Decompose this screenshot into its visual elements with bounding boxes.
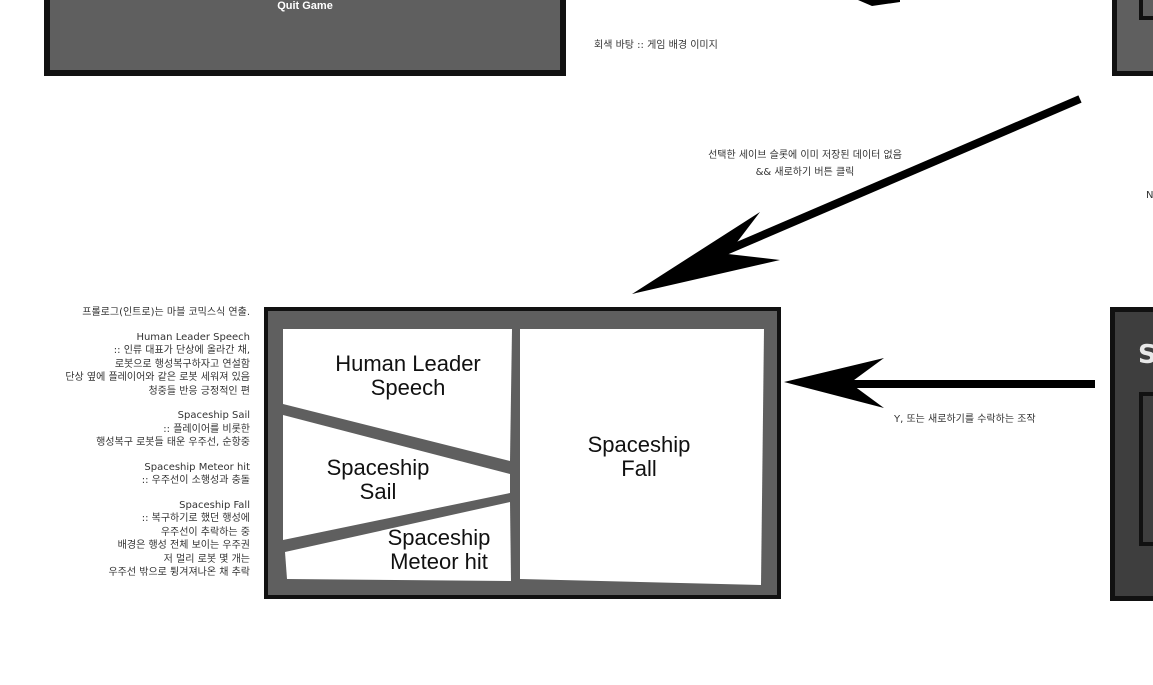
intro-note: 프롤로그(인트로)는 마블 코믹스식 연출.: [82, 307, 250, 318]
panel-label-line: Fall: [621, 456, 657, 481]
note-line: :: 인류 대표가 단상에 올라간 채,: [113, 345, 250, 356]
transition-condition-line2: && 새로하기 버튼 클릭: [755, 167, 855, 178]
human-leader-note: Human Leader Speech :: 인류 대표가 단상에 올라간 채,…: [0, 331, 250, 399]
spaceship-meteor-note: Spaceship Meteor hit :: 우주선이 소행성과 충돌: [0, 461, 250, 488]
note-line: Spaceship Sail: [177, 410, 250, 421]
accept-arrow: [784, 358, 1095, 408]
right-bottom-inner-box: [1139, 392, 1153, 546]
panel-label-human-leader: Human Leader Speech: [308, 352, 508, 400]
note-line: Spaceship Meteor hit: [144, 461, 250, 473]
accept-arrow-caption: Y, 또는 새로하기를 수락하는 조작: [894, 414, 1036, 425]
panel-spaceship-sail: [283, 415, 510, 540]
right-edge-label: N: [1146, 190, 1153, 201]
note-line: Spaceship Fall: [179, 499, 250, 511]
note-line: :: 플레이어를 비롯한: [163, 423, 250, 435]
note-line: 로봇으로 행성복구하자고 연설함: [114, 358, 250, 370]
panel-spaceship-fall: [520, 329, 764, 585]
note-line: 저 멀리 로봇 몇 개는: [163, 553, 250, 565]
background-caption: 회색 바탕 :: 게임 배경 이미지: [594, 40, 718, 51]
panel-label-line: Spaceship: [326, 455, 430, 480]
note-line: :: 복구하기로 했던 행성에: [141, 513, 250, 524]
comic-panel-shapes: [283, 329, 764, 585]
new-game-arrow: [632, 95, 1082, 294]
panel-label-spaceship-fall: Spaceship Fall: [564, 433, 714, 481]
panel-label-line: Spaceship: [587, 432, 691, 457]
note-line: 단상 옆에 플레이어와 같은 로봇 세워져 있음: [65, 372, 250, 383]
spaceship-fall-note: Spaceship Fall :: 복구하기로 했던 행성에 우주선이 추락하는…: [0, 499, 250, 580]
transition-condition-line1: 선택한 세이브 슬롯에 이미 저장된 데이터 없음: [708, 150, 902, 161]
note-line: 우주선 밖으로 튕겨져나온 채 추락: [108, 567, 250, 578]
right-panel-title-fragment: S: [1138, 340, 1153, 370]
right-top-inner-box: [1139, 0, 1153, 20]
prologue-comic-storyboard: Human Leader Speech Spaceship Sail Space…: [264, 307, 781, 599]
panel-label-line: Sail: [359, 479, 397, 504]
panel-label-line: Meteor hit: [390, 549, 488, 574]
panel-label-line: Speech: [370, 375, 446, 400]
main-menu-panel: Quit Game: [44, 0, 566, 76]
top-arrow-fragment: [858, 0, 900, 6]
panel-label-spaceship-meteor: Spaceship Meteor hit: [372, 526, 506, 574]
right-bottom-screen-panel: [1110, 307, 1153, 601]
note-line: 우주선이 추락하는 중: [160, 526, 250, 538]
note-line: :: 우주선이 소행성과 충돌: [141, 475, 250, 486]
note-line: 행성복구 로봇들 태운 우주선, 순항중: [96, 437, 250, 448]
panel-label-spaceship-sail: Spaceship Sail: [298, 456, 458, 504]
note-line: 청중들 반응 긍정적인 편: [148, 385, 250, 397]
panel-label-line: Human Leader: [335, 351, 481, 376]
note-line: 배경은 행성 전체 보이는 우주권: [117, 540, 250, 551]
panel-label-line: Spaceship: [387, 525, 491, 550]
quit-game-button[interactable]: Quit Game: [277, 0, 333, 12]
panel-spaceship-meteor: [285, 502, 511, 581]
note-line: Human Leader Speech: [136, 331, 250, 343]
spaceship-sail-note: Spaceship Sail :: 플레이어를 비롯한 행성복구 로봇들 태운 …: [0, 409, 250, 450]
panel-human-leader: [283, 329, 512, 461]
prologue-notes: 프롤로그(인트로)는 마블 코믹스식 연출. Human Leader Spee…: [0, 306, 250, 591]
